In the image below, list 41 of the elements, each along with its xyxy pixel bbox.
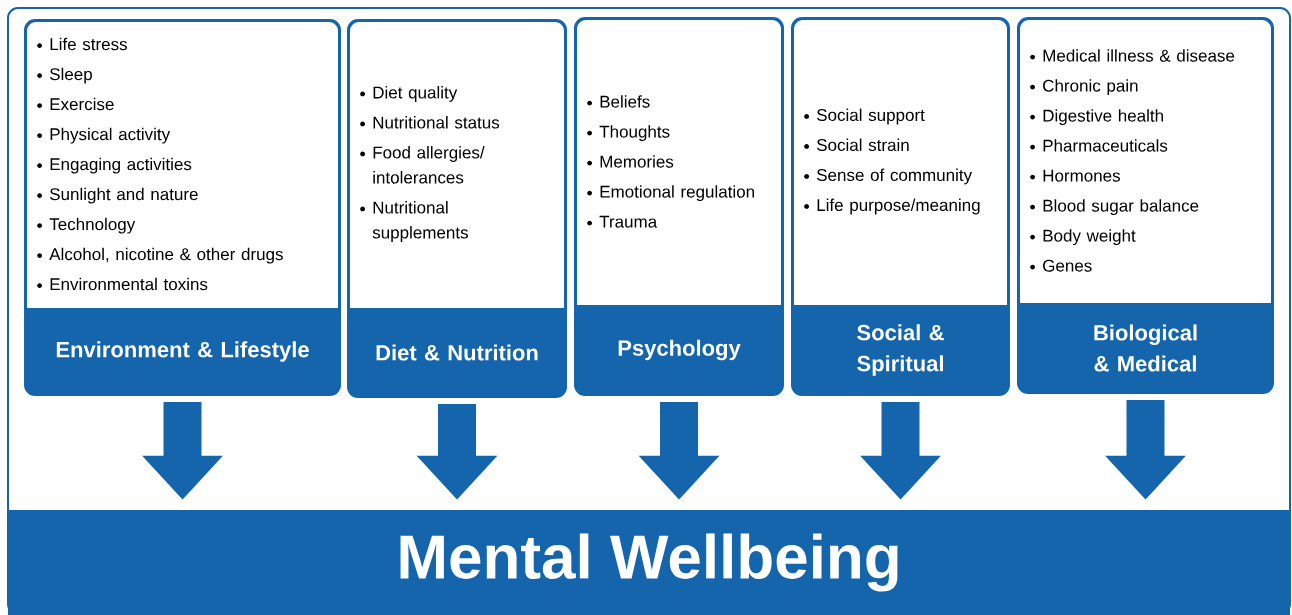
category-card bbox=[791, 17, 1010, 396]
list-item: Beliefs bbox=[587, 95, 650, 108]
list-item: Hormones bbox=[1030, 169, 1120, 182]
list-item: Physical activity bbox=[37, 127, 171, 144]
list-item: Genes bbox=[1030, 259, 1092, 272]
list-item: Life stress bbox=[37, 37, 127, 51]
category-card bbox=[347, 19, 567, 398]
card-title: Environment & Lifestyle bbox=[56, 341, 309, 362]
list-item: Engaging activities bbox=[37, 157, 192, 174]
category-card bbox=[574, 17, 784, 396]
list-item: Nutritional supplements bbox=[360, 201, 468, 242]
list-item: Thoughts bbox=[587, 125, 670, 142]
list-item: Sunlight and nature bbox=[37, 187, 198, 204]
list-item: Food allergies/ intolerances bbox=[360, 146, 485, 184]
list-item: Emotional regulation bbox=[587, 185, 754, 202]
list-item: Social strain bbox=[804, 138, 909, 152]
list-item: Diet quality bbox=[360, 86, 458, 102]
list-item: Sleep bbox=[37, 67, 92, 84]
list-item: Blood sugar balance bbox=[1030, 199, 1199, 216]
list-item: Pharmaceuticals bbox=[1030, 139, 1168, 152]
list-item: Technology bbox=[37, 217, 136, 234]
list-item: Life purpose/meaning bbox=[804, 198, 980, 215]
list-item: Nutritional status bbox=[360, 116, 500, 129]
card-title: Diet & Nutrition bbox=[376, 344, 538, 361]
list-item: Social support bbox=[804, 108, 925, 125]
list-item: Environmental toxins bbox=[37, 277, 208, 291]
card-title: Psychology bbox=[618, 339, 741, 361]
list-item: Medical illness & disease bbox=[1030, 49, 1235, 62]
list-item: Trauma bbox=[587, 215, 658, 228]
result-band: Mental Wellbeing bbox=[8, 510, 1290, 615]
category-card bbox=[1017, 17, 1274, 394]
card-title: Social & Spiritual bbox=[857, 324, 944, 376]
list-item: Chronic pain bbox=[1030, 79, 1138, 96]
list-item: Sense of community bbox=[804, 168, 973, 185]
list-item: Alcohol, nicotine & other drugs bbox=[37, 247, 283, 264]
list-item: Memories bbox=[587, 155, 674, 168]
card-title: Biological & Medical bbox=[1094, 324, 1197, 372]
category-card bbox=[24, 19, 341, 396]
list-item: Digestive health bbox=[1030, 109, 1163, 126]
list-item: Exercise bbox=[37, 97, 114, 111]
list-item: Body weight bbox=[1030, 229, 1136, 246]
